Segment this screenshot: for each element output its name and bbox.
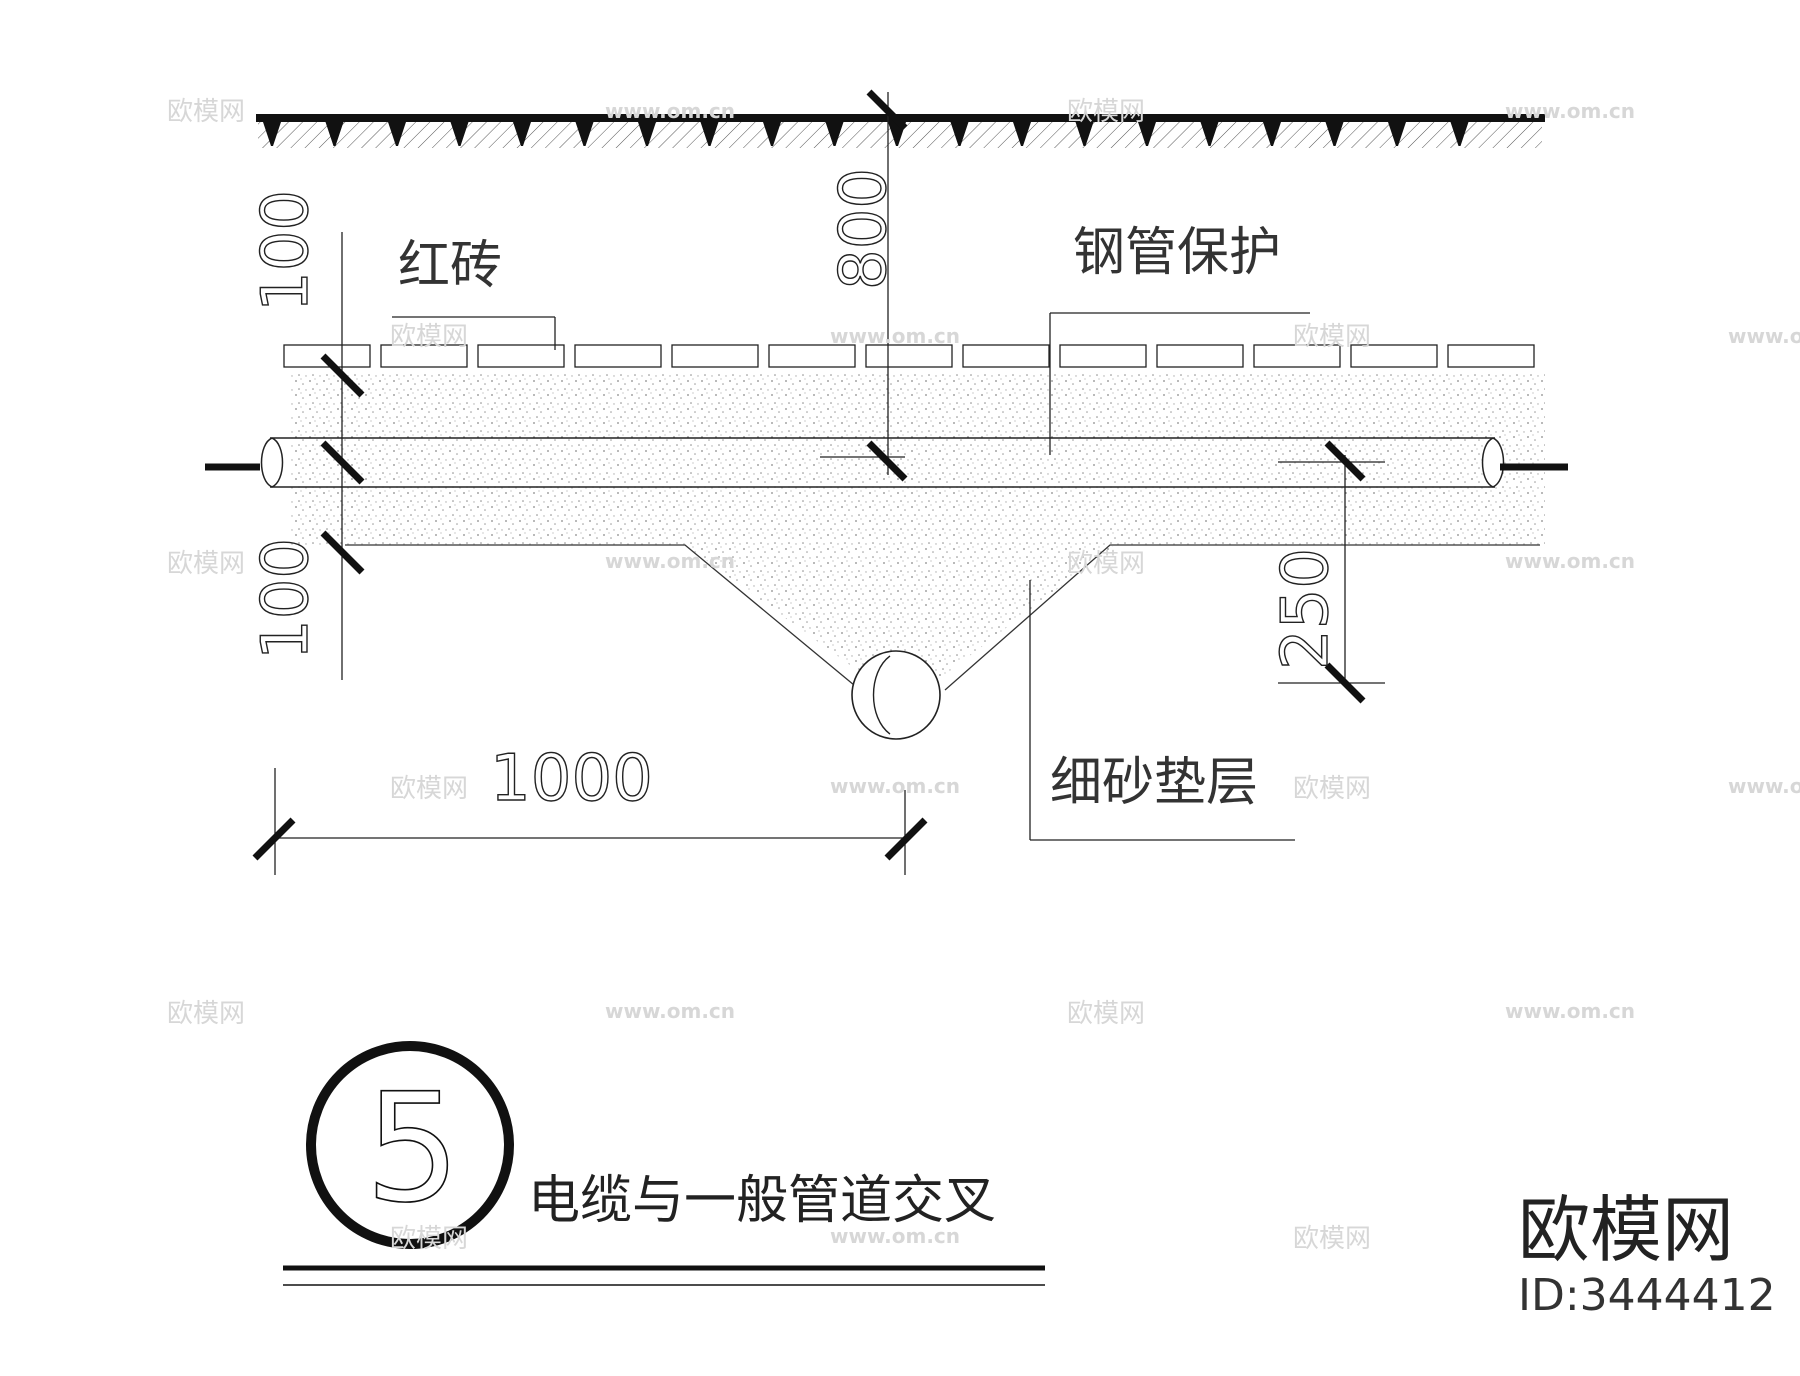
ground-tooth bbox=[263, 122, 281, 146]
sand-cushion-outline bbox=[345, 544, 1540, 691]
brick bbox=[1447, 344, 1535, 368]
label-fine-sand-cushion: 细砂垫层 bbox=[1050, 753, 1258, 813]
ground-tooth bbox=[1325, 122, 1344, 146]
brand-logo-text: 欧模网 bbox=[1518, 1188, 1734, 1272]
brick bbox=[1156, 344, 1244, 368]
ground-surface-symbols bbox=[263, 122, 1469, 146]
svg-text:www.om.cn: www.om.cn bbox=[1505, 99, 1635, 123]
svg-text:欧模网: 欧模网 bbox=[390, 322, 468, 352]
svg-text:欧模网: 欧模网 bbox=[1067, 97, 1145, 127]
detail-title: 5 电缆与一般管道交叉 bbox=[283, 1041, 1045, 1286]
detail-number-circle bbox=[306, 1041, 514, 1249]
svg-text:www.om.cn: www.om.cn bbox=[830, 774, 960, 798]
ground-tooth bbox=[575, 122, 594, 146]
brick bbox=[477, 344, 565, 368]
svg-text:www.om.cn: www.om.cn bbox=[1728, 324, 1800, 348]
svg-text:www.om.cn: www.om.cn bbox=[830, 324, 960, 348]
svg-text:www.om.cn: www.om.cn bbox=[1505, 999, 1635, 1023]
svg-text:www.om.cn: www.om.cn bbox=[605, 99, 735, 123]
dim-sand-depth: 250 bbox=[1269, 548, 1343, 670]
dimension-ticks bbox=[252, 89, 1366, 861]
ground-tooth bbox=[763, 122, 781, 146]
svg-text:欧模网: 欧模网 bbox=[1067, 999, 1145, 1029]
ground-tooth bbox=[450, 122, 469, 146]
svg-text:欧模网: 欧模网 bbox=[390, 774, 468, 804]
ground-tooth bbox=[513, 122, 531, 146]
ground-tooth bbox=[325, 122, 344, 146]
brick bbox=[380, 344, 468, 368]
dim-depth: 800 bbox=[827, 168, 901, 290]
brick bbox=[1350, 344, 1438, 368]
svg-text:www.om.cn: www.om.cn bbox=[1728, 774, 1800, 798]
sand-cushion-fill bbox=[290, 372, 1545, 705]
dimension-lines bbox=[274, 92, 1385, 875]
ground-tooth bbox=[1013, 122, 1031, 146]
ground-tooth bbox=[1075, 122, 1094, 146]
svg-text:欧模网: 欧模网 bbox=[1293, 1224, 1371, 1254]
svg-text:欧模网: 欧模网 bbox=[1293, 774, 1371, 804]
svg-text:欧模网: 欧模网 bbox=[1067, 549, 1145, 579]
svg-text:www.om.cn: www.om.cn bbox=[1505, 549, 1635, 573]
svg-text:www.om.cn: www.om.cn bbox=[830, 1224, 960, 1248]
ground-tooth bbox=[950, 122, 969, 146]
cable-cross-section bbox=[851, 650, 941, 740]
svg-text:欧模网: 欧模网 bbox=[167, 97, 245, 127]
ground-tooth bbox=[1138, 122, 1156, 146]
brick bbox=[574, 344, 662, 368]
svg-text:www.om.cn: www.om.cn bbox=[605, 549, 735, 573]
brick bbox=[768, 344, 856, 368]
ground-tooth bbox=[638, 122, 656, 146]
dim-bottom-gap: 100 bbox=[249, 538, 323, 660]
dim-top-gap: 100 bbox=[249, 190, 323, 312]
ground-tooth bbox=[1263, 122, 1281, 146]
ground-tooth bbox=[825, 122, 844, 146]
brick bbox=[962, 344, 1050, 368]
svg-text:欧模网: 欧模网 bbox=[167, 549, 245, 579]
brand-id-text: ID:3444412 bbox=[1518, 1270, 1776, 1321]
label-red-brick: 红砖 bbox=[398, 236, 502, 296]
ground-tooth bbox=[388, 122, 406, 146]
label-steel-pipe-protection: 钢管保护 bbox=[1073, 223, 1281, 283]
detail-number: 5 bbox=[365, 1062, 460, 1236]
ground-tooth bbox=[700, 122, 719, 146]
svg-text:www.om.cn: www.om.cn bbox=[605, 999, 735, 1023]
svg-text:欧模网: 欧模网 bbox=[390, 1224, 468, 1254]
ground-tooth bbox=[1450, 122, 1469, 146]
dim-width: 1000 bbox=[490, 742, 653, 816]
brick bbox=[1253, 344, 1341, 368]
steel-pipe bbox=[205, 437, 1568, 488]
watermark-layer: 欧模网 欧模网 www.om.cn www.om.cn 欧模网 欧模网 www.… bbox=[167, 97, 1800, 1254]
brick bbox=[865, 344, 953, 368]
brick bbox=[1059, 344, 1147, 368]
ground-tooth bbox=[1200, 122, 1219, 146]
svg-text:欧模网: 欧模网 bbox=[1293, 322, 1371, 352]
brick bbox=[671, 344, 759, 368]
svg-text:欧模网: 欧模网 bbox=[167, 999, 245, 1029]
detail-title-text: 电缆与一般管道交叉 bbox=[528, 1171, 996, 1231]
ground-tooth bbox=[1388, 122, 1406, 146]
